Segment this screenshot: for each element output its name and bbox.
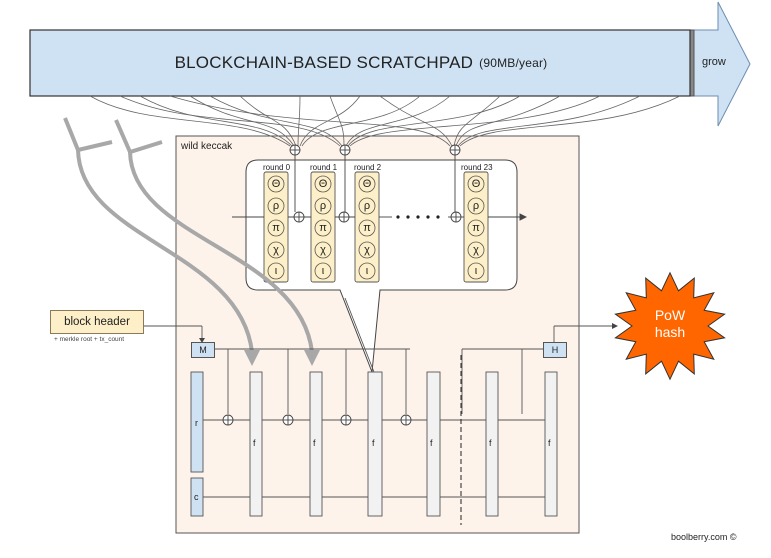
theta-step: Θ: [362, 178, 372, 190]
c-label: c: [194, 492, 199, 502]
block-header-sub: + merkle root + tx_count: [54, 336, 125, 343]
pi-step: π: [319, 222, 327, 234]
round-0-label: round 0: [263, 163, 291, 172]
block-header-label: block header: [64, 316, 130, 328]
chi-step: χ: [273, 244, 279, 256]
rho-step: ρ: [472, 200, 480, 212]
theta-step: Θ: [471, 178, 481, 190]
f-permutation-boxes: [249, 371, 558, 517]
theta-step: Θ: [271, 178, 281, 190]
scratchpad-fork-arrows: [63, 117, 314, 353]
round-1-label: round 1: [310, 163, 338, 172]
rho-step: ρ: [319, 200, 327, 212]
scratchpad-banner: [29, 29, 691, 97]
pow-line-2: hash: [654, 324, 686, 340]
scratchpad-title-sub: (90MB/year): [479, 56, 548, 70]
rho-step: ρ: [363, 200, 371, 212]
footer-credit: boolberry.com ©: [671, 532, 737, 542]
sponge-xor-nodes: [222, 414, 412, 426]
theta-step: Θ: [318, 178, 328, 190]
f-label: f: [489, 438, 492, 448]
f-label: f: [548, 438, 551, 448]
pow-line-1: PoW: [654, 307, 686, 323]
state-blocks: [190, 371, 204, 517]
pow-starburst: [614, 271, 726, 381]
scratchpad-read-lines: [89, 95, 681, 147]
block-header-box: block header: [50, 310, 144, 334]
f-label: f: [253, 438, 256, 448]
rho-step: ρ: [272, 200, 280, 212]
round-2-label: round 2: [354, 163, 382, 172]
round-23-label: round 23: [461, 163, 493, 172]
iota-step: ι: [474, 265, 478, 277]
fork-arrow-heads: [244, 350, 320, 366]
h-box: H: [543, 342, 567, 358]
iota-step: ι: [274, 265, 278, 277]
f-label: f: [313, 438, 316, 448]
f-label: f: [372, 438, 375, 448]
scratchpad-title-main: BLOCKCHAIN-BASED SCRATCHPAD: [174, 53, 474, 72]
iota-step: ι: [365, 265, 369, 277]
round-xor-nodes: [293, 211, 462, 223]
round-step-circles: [267, 175, 485, 280]
pi-step: π: [363, 222, 371, 234]
ellipsis-dots: [396, 215, 440, 219]
wild-keccak-label: wild keccak: [181, 141, 233, 152]
sponge-lines: [142, 297, 612, 498]
sponge-arrowheads: [199, 323, 618, 343]
round-flow: [232, 155, 528, 221]
r-label: r: [195, 418, 198, 428]
scratchpad-title: BLOCKCHAIN-BASED SCRATCHPAD (90MB/year): [30, 30, 692, 96]
pi-step: π: [472, 222, 480, 234]
grow-label: grow: [702, 56, 726, 68]
m-box: M: [191, 342, 215, 358]
iota-step: ι: [321, 265, 325, 277]
chi-step: χ: [473, 244, 479, 256]
f-label: f: [430, 438, 433, 448]
chi-step: χ: [320, 244, 326, 256]
scratchpad-xor-nodes: [289, 144, 461, 156]
grow-arrow: [691, 1, 751, 127]
chi-step: χ: [364, 244, 370, 256]
pi-step: π: [272, 222, 280, 234]
pow-hash-label: PoW hash: [637, 307, 703, 341]
